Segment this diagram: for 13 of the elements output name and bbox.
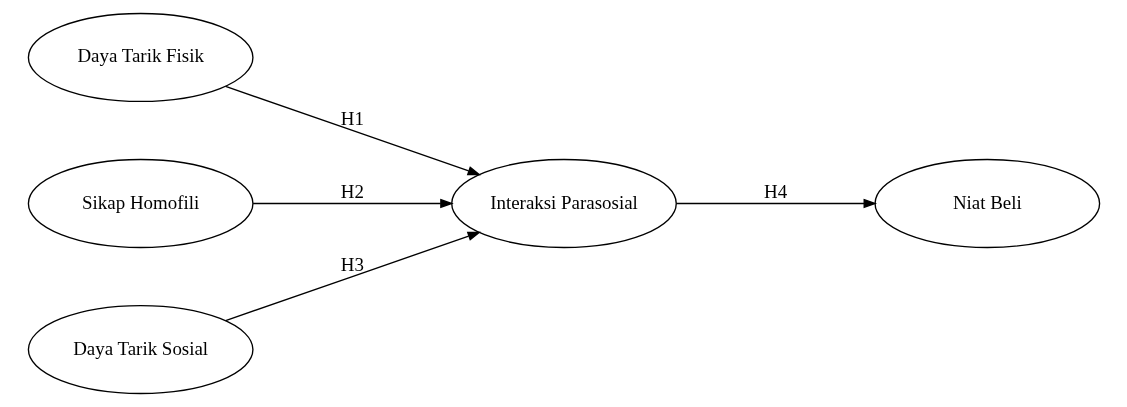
edge-label: H1 bbox=[340, 108, 364, 130]
edge-label: H2 bbox=[340, 181, 364, 203]
arrow bbox=[224, 231, 481, 322]
node-ellipse: Niat Beli bbox=[873, 158, 1100, 249]
arrow bbox=[224, 85, 481, 176]
arrow bbox=[251, 198, 454, 209]
edge-label: H3 bbox=[340, 254, 364, 276]
node-ellipse: Sikap Homofili bbox=[27, 158, 254, 249]
arrow bbox=[675, 198, 877, 209]
node-ellipse: Daya Tarik Sosial bbox=[27, 304, 254, 395]
node-ellipse: Daya Tarik Fisik bbox=[27, 12, 254, 103]
node-ellipse: Interaksi Parasosial bbox=[450, 158, 677, 249]
edge-label: H4 bbox=[763, 181, 787, 203]
